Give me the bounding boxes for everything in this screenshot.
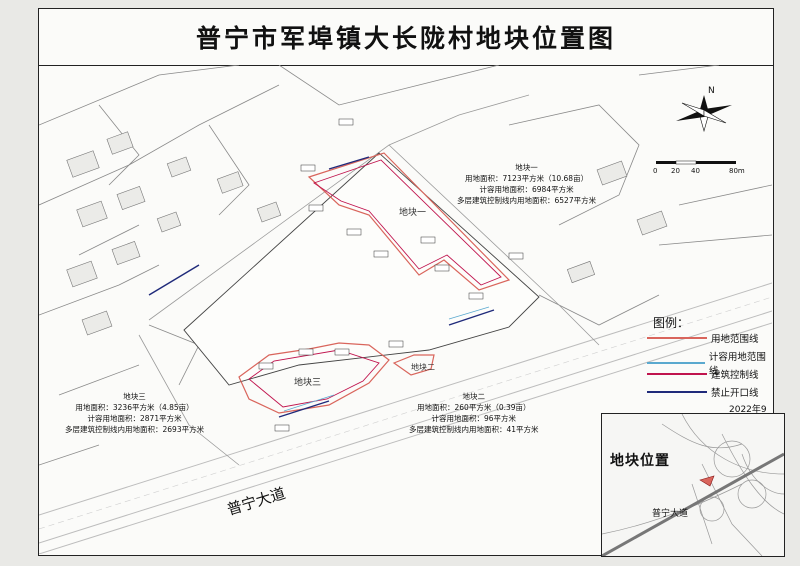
- legend-item-usable: 计容用地范围线: [647, 349, 773, 377]
- inset-road-label: 普宁大道: [652, 509, 689, 519]
- road-label: 普宁大道: [225, 484, 288, 519]
- side-roads: [138, 94, 600, 466]
- parcel-three-info-area: 用地面积：3236平方米（4.85亩）: [75, 403, 194, 412]
- location-inset: 地块位置 普宁大道: [601, 413, 785, 557]
- legend-item-control: 建筑控制线: [647, 367, 759, 381]
- parcel-three-info: 地块三 用地面积：3236平方米（4.85亩） 计容用地面积：2871平方米 多…: [65, 391, 204, 435]
- map-sheet: 普宁市军埠镇大长陇村地块位置图: [38, 8, 785, 557]
- parcel-one-info-area: 用地面积：7123平方米（10.68亩）: [465, 174, 589, 183]
- parcel-three-label: 地块三: [294, 376, 321, 388]
- main-road: [39, 282, 772, 554]
- scale-bar: 0 20 40 80m: [653, 160, 745, 175]
- parcel-two-boundary: [392, 354, 435, 376]
- inset-map: [602, 414, 784, 556]
- parcel-three-info-control: 多层建筑控制线内用地面积：2693平方米: [65, 425, 205, 434]
- parcel-three-control-line: [248, 349, 380, 408]
- scale-label-40: 40: [691, 167, 700, 175]
- usable-boundary-lines: [283, 306, 490, 412]
- buildings-left: [66, 131, 668, 336]
- legend-label-no-access: 禁止开口线: [711, 388, 759, 399]
- parcel-two-info-usable: 计容用地面积：96平方米: [431, 414, 517, 423]
- no-access-lines: [148, 156, 495, 418]
- parcel-two-info-name: 地块二: [462, 392, 486, 401]
- parcel-one-info-control: 多层建筑控制线内用地面积：6527平方米: [457, 196, 597, 205]
- map-area: 地块一 地块二 地块三 普宁大道 N 0 20 40: [39, 65, 772, 554]
- scale-label-0: 0: [653, 167, 657, 175]
- scale-label-80: 80m: [729, 167, 745, 175]
- parcel-one-info: 地块一 用地面积：7123平方米（10.68亩） 计容用地面积：6984平方米 …: [457, 162, 596, 206]
- parcel-two-info-area: 用地面积：260平方米（0.39亩）: [417, 403, 531, 412]
- legend-swatch-no-access: [647, 391, 707, 393]
- parcel-one-info-name: 地块一: [515, 163, 538, 172]
- parcel-one-boundary: [307, 152, 511, 291]
- parcel-three-info-usable: 计容用地面积：2871平方米: [87, 414, 182, 423]
- legend-swatch-usable: [647, 362, 705, 364]
- map-title: 普宁市军埠镇大长陇村地块位置图: [195, 24, 616, 53]
- legend-swatch-control: [647, 373, 707, 375]
- legend-item-no-access: 禁止开口线: [647, 385, 759, 399]
- legend-label-control: 建筑控制线: [711, 370, 759, 381]
- legend-swatch-boundary: [647, 337, 707, 339]
- legend-title: 图例：: [653, 316, 690, 330]
- title-box: 普宁市军埠镇大长陇村地块位置图: [39, 9, 773, 66]
- legend-label-boundary: 用地范围线: [711, 334, 759, 345]
- legend-item-boundary: 用地范围线: [647, 331, 759, 345]
- north-label: N: [708, 86, 715, 96]
- inset-title: 地块位置: [610, 453, 670, 469]
- parcel-three-info-name: 地块三: [123, 392, 146, 401]
- parcel-three-boundary: [238, 342, 390, 414]
- scale-label-20: 20: [671, 167, 680, 175]
- parcel-two-info-control: 多层建筑控制线内用地面积：41平方米: [409, 425, 539, 434]
- map-canvas: 地块一 地块二 地块三 普宁大道 N 0 20 40: [39, 65, 772, 554]
- parcel-one-info-usable: 计容用地面积：6984平方米: [479, 185, 574, 194]
- north-arrow: N: [676, 86, 732, 133]
- parcel-two-info: 地块二 用地面积：260平方米（0.39亩） 计容用地面积：96平方米 多层建筑…: [409, 391, 539, 435]
- parcel-one-label: 地块一: [399, 206, 426, 218]
- parcel-one-control-line: [312, 159, 502, 286]
- point-markers: [258, 118, 524, 432]
- parcel-two-label: 地块二: [411, 362, 435, 372]
- legend-label-usable: 计容用地范围线: [708, 352, 766, 377]
